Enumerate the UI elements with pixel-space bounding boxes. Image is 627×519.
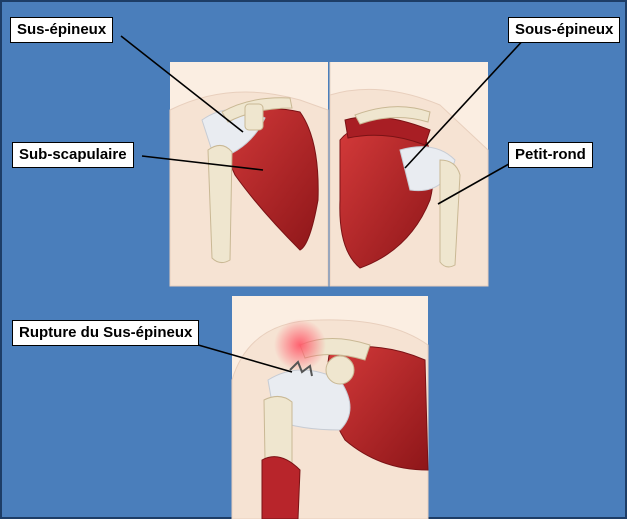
label-supraspinatus: Sus-épineux	[10, 17, 113, 43]
label-rupture: Rupture du Sus-épineux	[12, 320, 199, 346]
label-subscapularis: Sub-scapulaire	[12, 142, 134, 168]
label-teres-minor: Petit-rond	[508, 142, 593, 168]
anterior-shoulder-panel	[170, 62, 328, 286]
posterior-shoulder-panel	[330, 62, 488, 286]
label-infraspinatus: Sous-épineux	[508, 17, 620, 43]
rupture-shoulder-panel	[232, 296, 428, 519]
